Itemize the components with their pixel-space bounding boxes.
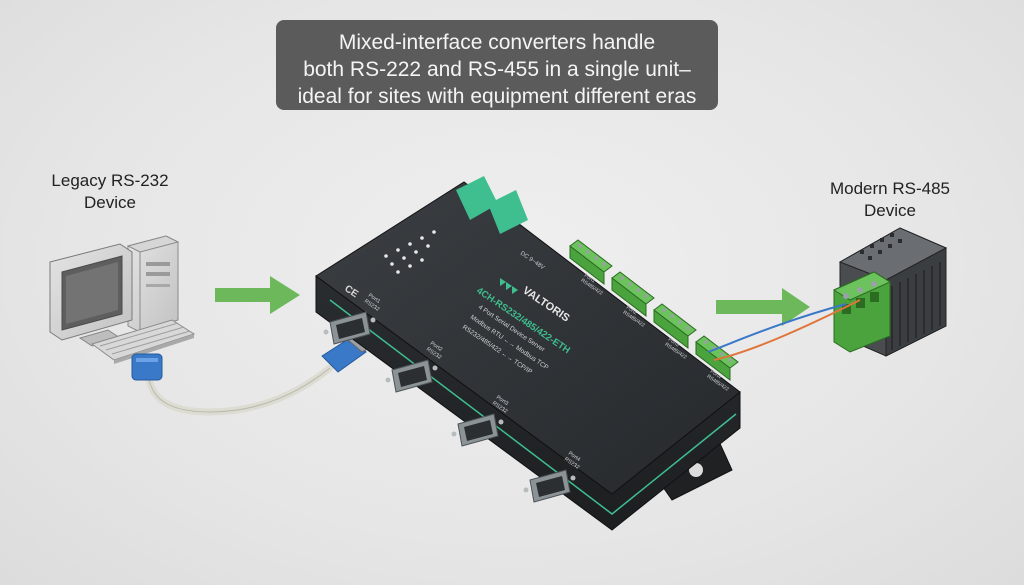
legacy-device-title: Legacy RS-232 bbox=[51, 171, 169, 190]
db9-port-2 bbox=[385, 359, 438, 393]
brand-arrows bbox=[500, 278, 518, 294]
terminal-block-1 bbox=[569, 239, 613, 286]
caption-box: Mixed-interface converters handle both R… bbox=[276, 20, 718, 110]
status-label-2 bbox=[488, 190, 528, 234]
legacy-device-label: Legacy RS-232 Device bbox=[30, 170, 190, 214]
modern-rs485-device bbox=[832, 227, 948, 357]
cable-connector-left bbox=[131, 353, 163, 381]
modern-device-title: Modern RS-485 bbox=[829, 179, 950, 198]
db9-port-3 bbox=[451, 413, 504, 447]
modern-device-subtitle: Device bbox=[864, 201, 916, 220]
terminal-block-2 bbox=[611, 271, 655, 318]
modern-device-label: Modern RS-485 Device bbox=[800, 178, 980, 222]
legacy-device-subtitle: Device bbox=[84, 193, 136, 212]
db9-port-1 bbox=[323, 311, 376, 345]
serial-cable bbox=[144, 364, 334, 416]
caption-line-1: Mixed-interface converters handle bbox=[338, 31, 656, 54]
db9-port-4 bbox=[523, 469, 576, 503]
wire-blue bbox=[707, 303, 847, 353]
converter-unit: DC 9~48V CE VALTORIS 4CH-RS232/485/422-E… bbox=[315, 176, 741, 531]
legacy-computer bbox=[49, 235, 196, 364]
arrow-legacy-to-converter bbox=[215, 276, 300, 314]
wire-orange bbox=[713, 299, 861, 361]
status-label-1 bbox=[456, 176, 498, 220]
caption-line-2: both RS-222 and RS-455 in a single unit– bbox=[303, 58, 691, 81]
caption-line-3: ideal for sites with equipment different… bbox=[297, 85, 697, 108]
led-indicators bbox=[384, 230, 436, 274]
arrow-converter-to-modern bbox=[716, 288, 810, 326]
terminal-block-3 bbox=[653, 303, 697, 350]
